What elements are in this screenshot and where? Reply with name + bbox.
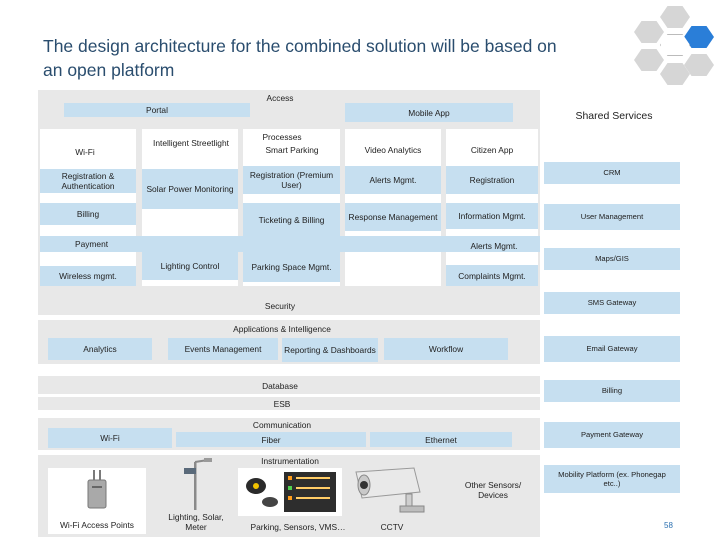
ss-sms-gateway: SMS Gateway [544, 292, 680, 314]
access-label: Access [266, 93, 294, 103]
wireless-mgmt-box: Wireless mgmt. [40, 266, 136, 286]
lighting-control-box: Lighting Control [142, 252, 238, 280]
communication-label: Communication [252, 420, 312, 430]
ss-user-management: User Management [544, 204, 680, 230]
security-band [38, 297, 540, 315]
parking-sensor-icon [246, 478, 278, 507]
esb-label: ESB [273, 399, 291, 409]
hexagon-cluster [620, 4, 720, 86]
analytics-box: Analytics [48, 338, 152, 360]
ss-maps-gis: Maps/GIS [544, 248, 680, 270]
response-mgmt-box: Response Management [345, 203, 441, 231]
hex-bottom-icon [660, 63, 690, 85]
ss-billing: Billing [544, 380, 680, 402]
ss-email-gateway: Email Gateway [544, 336, 680, 362]
reporting-box: Reporting & Dashboards [282, 338, 378, 362]
fiber-box: Fiber [176, 432, 366, 447]
wifi-comm-box: Wi-Fi [48, 428, 172, 448]
registration-premium-box: Registration (Premium User) [243, 166, 340, 194]
hex-right-accent-icon [684, 26, 714, 48]
information-mgmt-box: Information Mgmt. [446, 203, 538, 229]
hex-left-2-icon [634, 49, 664, 71]
page-number: 58 [664, 521, 673, 530]
alerts-mgmt-label-2: Alerts Mgmt. [470, 241, 518, 251]
registration-box: Registration [446, 166, 538, 194]
instrumentation-label: Instrumentation [261, 456, 319, 466]
complaints-mgmt-box: Complaints Mgmt. [446, 265, 538, 286]
page-title: The design architecture for the combined… [43, 36, 557, 80]
processes-label: Processes [262, 132, 302, 142]
workflow-box: Workflow [384, 338, 508, 360]
security-label: Security [264, 301, 296, 311]
hex-left-1-icon [634, 21, 664, 43]
billing-box: Billing [40, 203, 136, 225]
parking-label: Parking, Sensors, VMS… [250, 522, 346, 532]
payment-box: Payment [40, 236, 540, 252]
database-label: Database [262, 381, 298, 391]
vms-display-icon [284, 472, 336, 512]
lighting-label: Lighting, Solar, Meter [168, 512, 224, 532]
ss-mobility-platform: Mobility Platform (ex. Phonegap etc..) [544, 465, 680, 493]
hex-right-2-icon [684, 54, 714, 76]
shared-services-title: Shared Services [575, 110, 653, 122]
events-mgmt-box: Events Management [168, 338, 278, 360]
wifi-access-points-label: Wi-Fi Access Points [60, 520, 134, 530]
intelligent-streetlight-label: Intelligent Streetlight [153, 138, 229, 148]
cctv-camera-icon [355, 467, 425, 513]
mobile-app-box: Mobile App [345, 103, 513, 122]
database-band [38, 376, 540, 394]
video-analytics-label: Video Analytics [364, 145, 422, 155]
other-sensors-label: Other Sensors/ Devices [464, 480, 522, 500]
cctv-label: CCTV [380, 522, 404, 532]
citizen-app-label: Citizen App [470, 145, 514, 155]
registration-auth-box: Registration & Authentication [40, 169, 136, 193]
alerts-mgmt-box-1: Alerts Mgmt. [345, 166, 441, 194]
portal-box: Portal [64, 103, 250, 117]
ethernet-box: Ethernet [370, 432, 512, 447]
streetlight-pole-icon [184, 458, 212, 510]
applications-label: Applications & Intelligence [233, 324, 331, 334]
wifi-label: Wi-Fi [75, 147, 95, 157]
hex-center-icon [660, 34, 690, 56]
wifi-access-point-icon [87, 470, 107, 509]
solar-power-box: Solar Power Monitoring [142, 169, 238, 209]
ss-crm: CRM [544, 162, 680, 184]
ticketing-billing-box: Ticketing & Billing [243, 203, 340, 237]
smart-parking-label: Smart Parking [265, 145, 319, 155]
parking-space-box: Parking Space Mgmt. [243, 252, 340, 282]
esb-band [38, 397, 540, 410]
ss-payment-gateway: Payment Gateway [544, 422, 680, 448]
hex-top-icon [660, 6, 690, 28]
